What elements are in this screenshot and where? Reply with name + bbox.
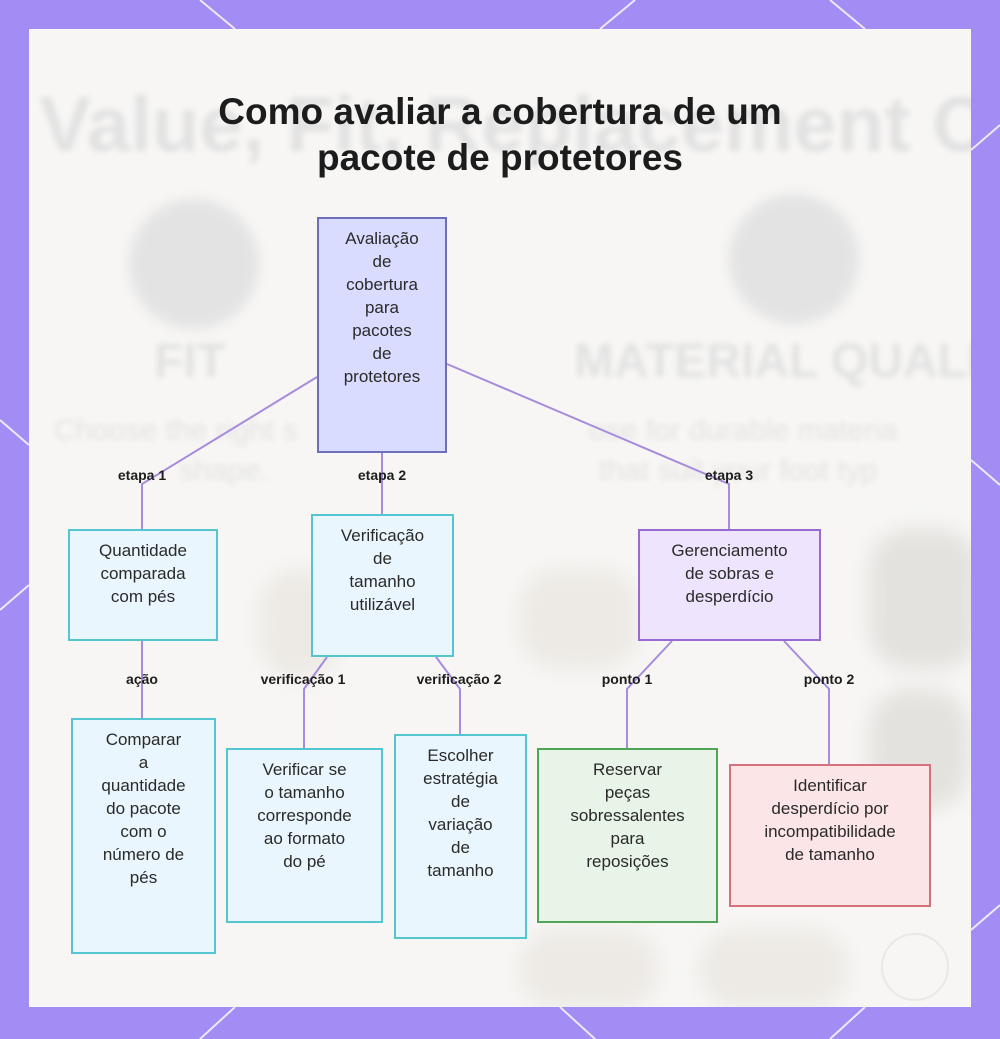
background-product-4 [519,929,659,1007]
background-left-line-2: shape. [179,454,270,487]
edge-label-etapa-1: etapa 1 [117,467,167,483]
edge-step2-choose [435,656,461,734]
node-root: Avaliação de cobertura para pacotes de p… [317,217,447,453]
edge-step3-identify [783,640,830,764]
node-verify-line: o tamanho [264,783,345,802]
node-reserve-line: sobressalentes [570,806,685,825]
node-reserve: Reservar peças sobressalentes para repos… [537,748,718,923]
node-root-line: cobertura [346,275,418,294]
watermark-stamp [881,933,949,1001]
node-reserve-line: peças [604,783,651,802]
edge-label-ponto-2: ponto 2 [803,671,855,687]
edge-label-verificacao-1: verificação 1 [260,671,346,687]
edges-layer [141,363,830,764]
diagram-card: Value, Fit, Replacement Co FIT MATERIAL … [29,29,971,1007]
node-step2: Verificação de tamanho utilizável [311,514,454,657]
node-compare-line: com o [120,822,167,841]
background-fit-label: FIT [154,335,226,388]
node-root-line: pacotes [352,321,412,340]
node-identify-line: de tamanho [785,845,875,864]
node-choose-text: Escolher estratégia de variação de taman… [423,744,498,882]
edge-label-verificacao-2: verificação 2 [416,671,502,687]
node-step2-line: de [373,549,392,568]
node-step2-line: utilizável [349,595,416,614]
node-identify: Identificar desperdício por incompatibil… [729,764,931,907]
node-compare-line: pés [129,868,158,887]
node-compare-line: número de [102,845,185,864]
node-identify-text: Identificar desperdício por incompatibil… [764,774,895,866]
node-step1-text: Quantidade comparada com pés [99,539,187,608]
node-root-line: protetores [343,367,421,386]
node-step3: Gerenciamento de sobras e desperdício [638,529,821,641]
node-reserve-line: Reservar [593,760,662,779]
node-step2-line: Verificação [340,526,425,545]
node-choose-line: estratégia [423,769,498,788]
title-line-2: pacote de protetores [317,137,683,178]
node-step1-line: Quantidade [99,541,187,560]
node-verify-line: do pé [283,852,326,871]
background-right-line-1: ose for durable materia [589,414,898,447]
node-identify-line: Identificar [793,776,867,795]
node-verify: Verificar se o tamanho corresponde ao fo… [226,748,383,923]
node-reserve-text: Reservar peças sobressalentes para repos… [570,758,684,873]
node-choose-line: variação [428,815,493,834]
background-material-label: MATERIAL QUALI [574,335,971,388]
node-step2-text: Verificação de tamanho utilizável [341,524,424,616]
node-root-line: de [372,344,392,363]
background-product-5 [699,929,849,1007]
node-step1-line: com pés [110,587,176,606]
node-step3-line: de sobras e [685,564,774,583]
node-root-line: de [372,252,392,271]
background-product-2 [869,529,971,669]
node-verify-text: Verificar se o tamanho corresponde ao fo… [257,758,352,873]
node-step1-line: comparada [100,564,186,583]
edge-label-etapa-2: etapa 2 [357,467,407,483]
node-verify-line: Verificar se [262,760,347,779]
node-compare: Comparar a quantidade do pacote com o nú… [71,718,216,954]
node-step2-line: tamanho [349,572,416,591]
node-step1: Quantidade comparada com pés [68,529,218,641]
edge-label-etapa-3: etapa 3 [704,467,754,483]
edge-root-step3 [446,363,730,529]
node-compare-line: do pacote [106,799,181,818]
node-verify-line: ao formato [263,829,346,848]
node-root-line: para [364,298,399,317]
node-root-line: Avaliação [345,229,419,248]
edge-step3-reserve [626,640,673,748]
node-step3-line: Gerenciamento [671,541,788,560]
node-step3-text: Gerenciamento de sobras e desperdício [671,539,787,608]
node-choose-line: Escolher [427,746,494,765]
node-reserve-line: reposições [586,852,669,871]
node-choose-line: de [451,792,470,811]
node-root-text: Avaliação de cobertura para pacotes de p… [344,227,421,388]
node-compare-line: quantidade [101,776,186,795]
node-reserve-line: para [610,829,645,848]
node-compare-line: Comparar [105,730,182,749]
node-choose-line: de [451,838,470,857]
node-compare-text: Comparar a quantidade do pacote com o nú… [101,728,185,889]
node-identify-line: desperdício por [771,799,889,818]
node-choose: Escolher estratégia de variação de taman… [394,734,527,939]
node-identify-line: incompatibilidade [764,822,896,841]
fit-icon [129,199,259,329]
shield-icon [729,194,859,324]
background-left-line-1: Choose the right s [54,414,298,447]
edge-step2-verify [303,656,328,748]
node-compare-line: a [138,753,149,772]
node-choose-line: tamanho [427,861,494,880]
edge-label-ponto-1: ponto 1 [601,671,653,687]
background-heading: Value, Fit, Replacement Co [39,80,971,168]
page-title: Como avaliar a cobertura de um pacote de… [29,89,971,181]
node-step3-line: desperdício [685,587,774,606]
background-product-1 [519,569,639,669]
edge-root-step1 [141,376,318,529]
node-verify-line: corresponde [257,806,352,825]
edge-label-acao: ação [126,671,158,687]
background-right-line-2: that suit your foot typ [599,454,878,487]
title-line-1: Como avaliar a cobertura de um [218,91,782,132]
